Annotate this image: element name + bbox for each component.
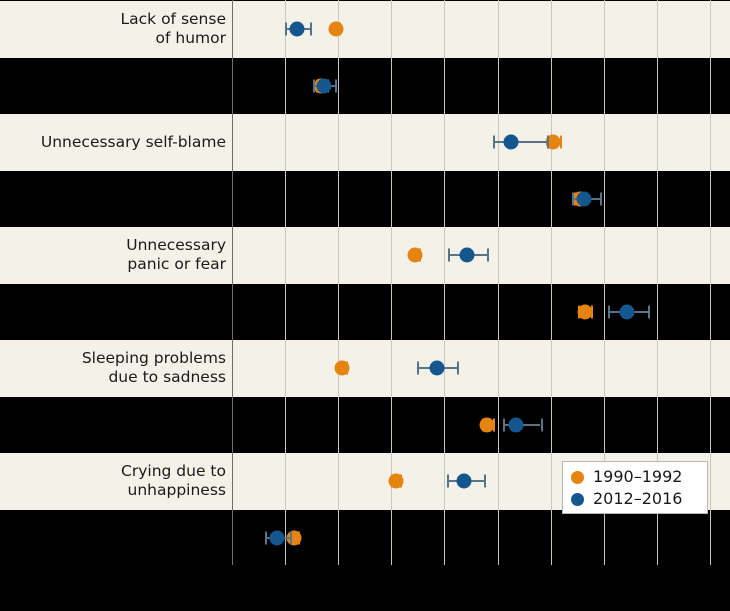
data-point-dot bbox=[316, 78, 332, 94]
error-bar-cap bbox=[335, 79, 337, 93]
data-point-dot bbox=[388, 473, 404, 489]
data-point-dot bbox=[479, 417, 495, 433]
row-band bbox=[0, 57, 730, 114]
error-bar-cap bbox=[446, 474, 449, 488]
row-band bbox=[0, 227, 730, 284]
data-point-dot bbox=[459, 247, 475, 263]
legend-item-1990: 1990–1992 bbox=[571, 466, 699, 488]
row-band bbox=[0, 509, 730, 566]
y-axis-spine bbox=[232, 0, 233, 565]
legend-label-2012: 2012–2016 bbox=[593, 489, 683, 508]
data-point-dot bbox=[576, 191, 592, 207]
gridline bbox=[603, 0, 605, 565]
row-band bbox=[0, 1, 730, 58]
gridline bbox=[709, 0, 711, 565]
data-point-dot bbox=[334, 360, 350, 376]
row-band bbox=[0, 170, 730, 227]
error-bar-cap bbox=[310, 22, 313, 36]
data-point-dot bbox=[289, 21, 305, 37]
gridline bbox=[338, 0, 340, 565]
legend-item-2012: 2012–2016 bbox=[571, 488, 699, 510]
error-bar-cap bbox=[571, 192, 574, 206]
error-bar-cap bbox=[540, 418, 543, 432]
error-bar-cap bbox=[607, 305, 610, 319]
data-point-dot bbox=[503, 134, 519, 150]
row-band bbox=[0, 396, 730, 453]
gridline bbox=[444, 0, 446, 565]
gridline bbox=[285, 0, 287, 565]
data-point-dot bbox=[456, 473, 472, 489]
data-point-dot bbox=[619, 304, 635, 320]
error-bar-cap bbox=[264, 531, 267, 545]
gridline bbox=[497, 0, 499, 565]
error-bar-cap bbox=[290, 531, 293, 545]
error-bar-cap bbox=[447, 248, 450, 262]
row-label: Crying due to unhappiness bbox=[121, 462, 226, 500]
legend-swatch-2012-icon bbox=[571, 492, 584, 506]
legend-swatch-1990-icon bbox=[571, 470, 584, 484]
error-bar-cap bbox=[417, 361, 420, 375]
row-band bbox=[0, 114, 730, 171]
plot-area bbox=[232, 0, 720, 565]
data-point-dot bbox=[407, 247, 423, 263]
gridline bbox=[391, 0, 393, 565]
data-point-dot bbox=[328, 21, 344, 37]
data-point-dot bbox=[269, 530, 285, 546]
row-label: Unnecessary panic or fear bbox=[126, 236, 226, 274]
data-point-dot bbox=[429, 360, 445, 376]
error-bar-line bbox=[492, 141, 547, 144]
error-bar-cap bbox=[599, 192, 602, 206]
data-point-dot bbox=[286, 530, 302, 546]
data-point-dot bbox=[508, 417, 524, 433]
error-bar-cap bbox=[456, 361, 459, 375]
row-label: Unnecessary self-blame bbox=[40, 132, 226, 151]
error-bar-cap bbox=[647, 305, 650, 319]
legend-label-1990: 1990–1992 bbox=[593, 467, 683, 486]
gridline bbox=[656, 0, 658, 565]
error-bar-cap bbox=[285, 22, 288, 36]
data-point-dot bbox=[545, 134, 561, 150]
data-point-dot bbox=[577, 304, 593, 320]
error-bar-cap bbox=[487, 248, 490, 262]
legend: 1990–1992 2012–2016 bbox=[562, 461, 708, 514]
error-bar-cap bbox=[546, 135, 549, 149]
error-bar-cap bbox=[492, 135, 495, 149]
row-label: Lack of sense of humor bbox=[120, 10, 226, 48]
error-bar-cap bbox=[483, 474, 486, 488]
row-band bbox=[0, 340, 730, 397]
error-bar-cap bbox=[503, 418, 506, 432]
error-bar-cap bbox=[312, 79, 315, 93]
row-label: Sleeping problems due to sadness bbox=[81, 349, 226, 387]
gridline bbox=[550, 0, 552, 565]
